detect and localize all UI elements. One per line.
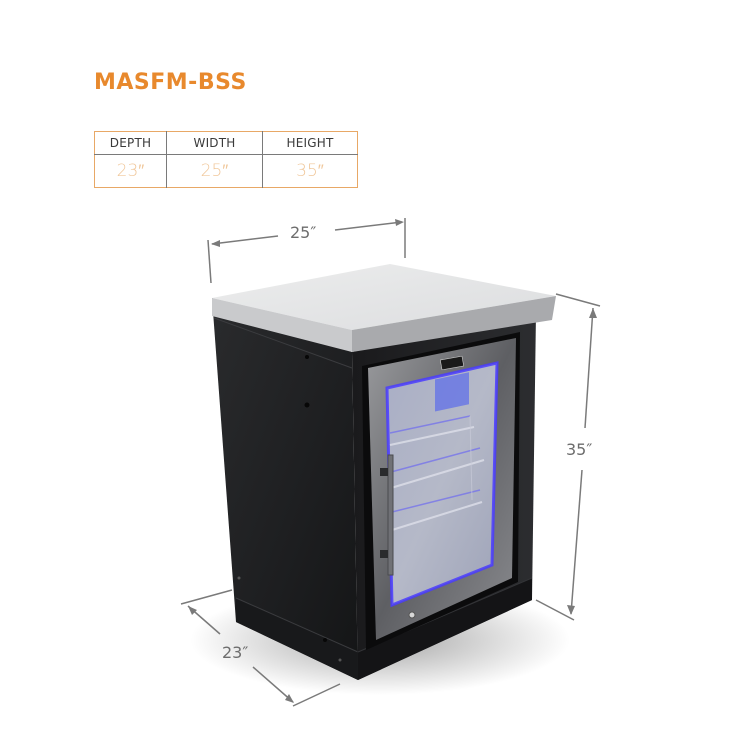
depth-dimension-label: 23″ xyxy=(222,643,249,662)
brand-badge-icon xyxy=(439,355,465,371)
product-model-title: MASFM-BSS xyxy=(94,70,247,95)
spec-value-depth: 23″ xyxy=(116,161,145,181)
spec-value-width: 25″ xyxy=(166,154,263,188)
cabinet-side-panel xyxy=(212,298,358,680)
dimensions-spec-table: DEPTH WIDTH HEIGHT 23″ 25″ 35″ xyxy=(94,131,358,188)
countertop-front-edge xyxy=(352,296,556,352)
door-lock-icon[interactable] xyxy=(408,611,416,619)
spec-table-header-row: DEPTH WIDTH HEIGHT xyxy=(94,131,358,155)
width-dimension-label: 25″ xyxy=(290,223,317,242)
spec-header-width: WIDTH xyxy=(166,131,263,155)
spec-header-height: HEIGHT xyxy=(262,131,358,155)
spec-header-depth: DEPTH xyxy=(94,131,167,155)
countertop-surface xyxy=(212,264,556,330)
spec-table-value-row: 23″ 25″ 35″ xyxy=(95,154,358,188)
fridge-door-handle[interactable] xyxy=(387,454,394,576)
fridge-glass-window xyxy=(387,363,497,605)
height-dimension-label: 35″ xyxy=(566,440,593,459)
spec-value-height: 35″ xyxy=(262,154,358,188)
